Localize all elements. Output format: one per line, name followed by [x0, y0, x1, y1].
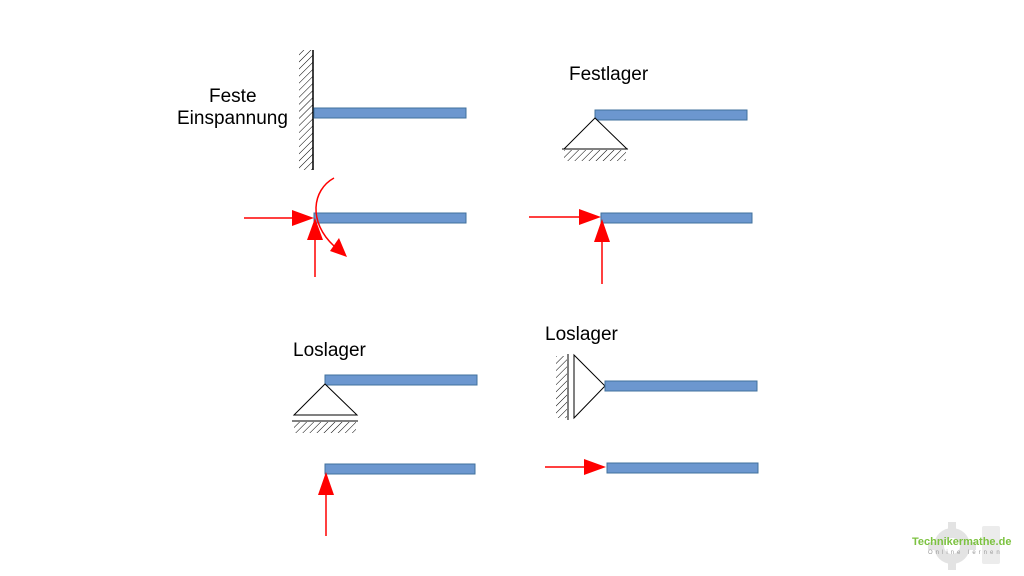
roller-vertical-reactions	[318, 463, 476, 536]
pin-support-icon	[562, 117, 629, 150]
beam	[604, 380, 758, 392]
roller-wall-reactions	[545, 459, 759, 475]
roller-support-icon	[573, 353, 606, 420]
pin-support-reactions	[529, 209, 753, 284]
label-festlager: Festlager	[569, 64, 649, 85]
force-arrow-icon	[318, 472, 334, 536]
force-arrow-icon	[545, 459, 606, 475]
beam	[606, 462, 759, 474]
gear-icon	[928, 522, 1000, 570]
pin-support-diagram	[562, 109, 748, 161]
label-feste: Feste	[209, 86, 257, 107]
fixed-support-reactions	[244, 177, 467, 277]
roller-support-vertical-diagram	[292, 374, 478, 433]
beam	[313, 212, 467, 224]
moment-arrow-icon	[315, 177, 347, 257]
beam	[594, 109, 748, 121]
force-arrow-icon	[594, 219, 610, 284]
fixed-support-diagram	[299, 50, 467, 170]
ground-hatch	[294, 422, 356, 433]
wall-hatch	[556, 356, 567, 418]
logo-text: Technikermathe.de	[912, 536, 1012, 548]
beam	[324, 374, 478, 386]
fixed-wall-icon	[299, 50, 313, 170]
roller-support-wall-diagram	[556, 353, 758, 420]
logo-subline: Online lernen	[928, 550, 1003, 556]
ground-hatch	[564, 150, 626, 161]
force-arrow-icon	[307, 218, 323, 277]
label-einspannung: Einspannung	[177, 108, 288, 129]
beam	[313, 107, 467, 119]
beam	[324, 463, 476, 475]
beam	[600, 212, 753, 224]
label-loslager-wall: Loslager	[545, 324, 618, 345]
force-arrow-icon	[244, 210, 314, 226]
label-loslager-vertical: Loslager	[293, 340, 366, 361]
roller-support-icon	[292, 383, 359, 416]
force-arrow-icon	[529, 209, 601, 225]
